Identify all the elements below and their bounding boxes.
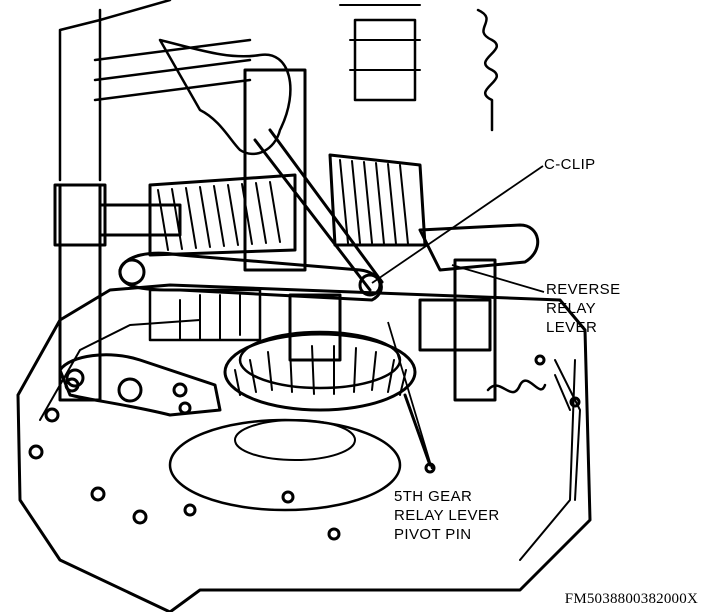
bolt-hole <box>28 444 44 460</box>
bolt-hole <box>90 486 106 502</box>
leader-c-clip <box>371 165 544 284</box>
output-shaft <box>288 293 342 362</box>
helical-gear-left <box>148 173 297 257</box>
fifth-gear-relay-lever <box>58 353 222 417</box>
leader-reverse-relay <box>451 264 545 293</box>
figure-id: FM5038800382000X <box>564 591 698 607</box>
bolt-hole <box>183 503 197 517</box>
lever-pivot <box>118 258 146 286</box>
lever-hole <box>117 377 143 403</box>
bolt-hole <box>327 527 341 541</box>
main-shaft <box>243 68 307 272</box>
fifth-gear-pin-line-3: PIVOT PIN <box>394 526 472 543</box>
lever-hole <box>65 368 85 388</box>
right-shaft-spring <box>476 8 499 132</box>
fifth-gear-pin-line-2: RELAY LEVER <box>394 507 500 524</box>
leader-lines <box>371 165 545 470</box>
reverse-relay-line-1: REVERSE <box>546 281 621 298</box>
upper-housing <box>58 0 252 182</box>
shift-fork-arm <box>98 203 182 237</box>
leader-fifth-gear-pin <box>387 321 433 470</box>
bolt-hole <box>132 509 148 525</box>
screwdriver <box>253 128 384 292</box>
shift-rail <box>58 183 102 402</box>
reverse-relay-line-3: LEVER <box>546 319 598 336</box>
bolt-hole <box>44 407 60 423</box>
detent-spring <box>486 379 547 394</box>
reverse-shaft <box>453 258 497 402</box>
reverse-relay-line-2: RELAY <box>546 300 597 317</box>
fifth-gear <box>223 332 417 412</box>
lever-hole <box>172 382 188 398</box>
hand-illustration <box>158 38 292 156</box>
pivot-pin <box>403 393 432 467</box>
shift-fork-block <box>53 183 107 247</box>
housing-bore <box>168 418 402 512</box>
c-clip-location <box>358 273 382 297</box>
c-clip-callout: C-CLIP <box>544 155 596 174</box>
bolt-hole <box>281 490 295 504</box>
fifth-gear-pin-callout: 5TH GEAR RELAY LEVER PIVOT PIN <box>394 487 500 544</box>
case-housing <box>16 283 592 612</box>
fifth-gear-pin-line-1: 5TH GEAR <box>394 488 473 505</box>
reverse-bracket <box>418 298 492 352</box>
c-clip-label: C-CLIP <box>544 156 596 173</box>
reverse-relay-lever-callout: REVERSE RELAY LEVER <box>546 280 621 337</box>
bolt-hole <box>534 354 546 366</box>
upper-gear-block <box>353 18 417 102</box>
lever-hole <box>178 401 192 415</box>
